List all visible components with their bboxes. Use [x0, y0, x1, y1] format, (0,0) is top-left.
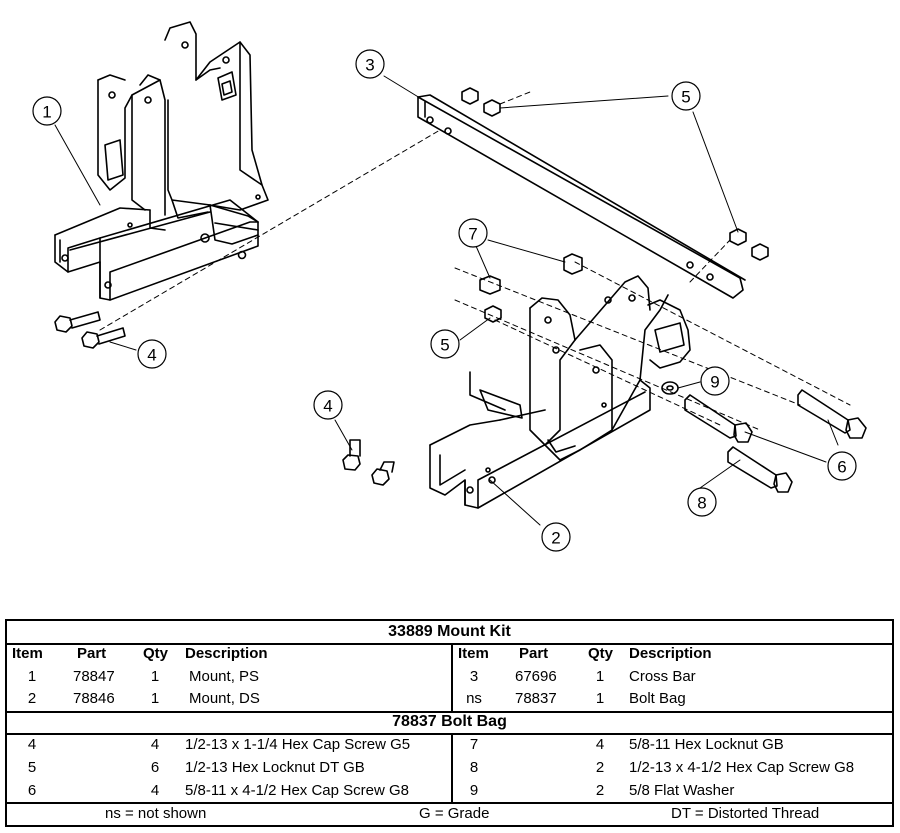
- callout-leader-lines: [54, 75, 839, 526]
- footer-ns-note: ns = not shown: [105, 805, 207, 822]
- kit-title: 33889 Mount Kit: [388, 623, 511, 640]
- part-cell: 67696: [515, 668, 557, 685]
- qty-cell: 2: [595, 759, 605, 776]
- part-cell: 78846: [73, 690, 115, 707]
- footer-grade-note: G = Grade: [419, 805, 490, 822]
- qty-cell: 1: [150, 690, 160, 707]
- item-cell: 8: [469, 759, 479, 776]
- callout-2: 2: [551, 529, 560, 548]
- flat-washer-hardware: [661, 381, 679, 395]
- item-cell: 9: [469, 782, 479, 799]
- assembly-center-lines: [99, 91, 851, 431]
- hex-cap-screw-short-hardware: [54, 311, 395, 486]
- callout-4-lower: 4: [323, 397, 332, 416]
- item-cell: 6: [27, 782, 37, 799]
- header-qty-left: Qty: [143, 645, 169, 662]
- item-cell: 5: [27, 759, 37, 776]
- parts-list-table: 33889 Mount Kit Item Part Qty Descriptio…: [5, 619, 894, 827]
- part-cell: 78837: [515, 690, 557, 707]
- qty-cell: 4: [595, 736, 605, 753]
- description-cell: 5/8 Flat Washer: [629, 782, 735, 799]
- header-qty-right: Qty: [588, 645, 614, 662]
- qty-cell: 1: [595, 668, 605, 685]
- qty-cell: 6: [150, 759, 160, 776]
- callout-5-lower: 5: [440, 336, 449, 355]
- qty-cell: 1: [595, 690, 605, 707]
- qty-cell: 4: [150, 782, 160, 799]
- description-cell: Mount, PS: [189, 668, 260, 685]
- locknut-hardware: [461, 87, 769, 323]
- header-item-left: Item: [12, 645, 43, 662]
- item-cell: ns: [466, 690, 482, 707]
- header-part-left: Part: [77, 645, 107, 662]
- description-cell: Cross Bar: [629, 668, 696, 685]
- item-cell: 4: [27, 736, 37, 753]
- header-description-left: Description: [185, 645, 268, 662]
- exploded-assembly-drawing: 1 2 3 4 4 5 5 6 7 8 9: [32, 21, 867, 552]
- part-cell: 78847: [73, 668, 115, 685]
- callout-7: 7: [468, 225, 477, 244]
- mount-ds-part-2: [429, 275, 691, 509]
- description-cell: Mount, DS: [189, 690, 260, 707]
- item-cell: 3: [469, 668, 479, 685]
- description-cell: 1/2-13 Hex Locknut DT GB: [185, 759, 365, 776]
- qty-cell: 4: [150, 736, 160, 753]
- description-cell: 1/2-13 x 1-1/4 Hex Cap Screw G5: [185, 736, 411, 753]
- callout-1: 1: [42, 103, 51, 122]
- callout-4-upper: 4: [147, 346, 156, 365]
- callout-3: 3: [365, 56, 374, 75]
- description-cell: 1/2-13 x 4-1/2 Hex Cap Screw G8: [629, 759, 855, 776]
- callout-8: 8: [697, 494, 706, 513]
- mount-ps-part-1: [54, 21, 269, 301]
- footer-dt-note: DT = Distorted Thread: [671, 805, 820, 822]
- cross-bar-part-3: [417, 94, 746, 299]
- header-item-right: Item: [458, 645, 489, 662]
- description-cell: 5/8-11 x 4-1/2 Hex Cap Screw G8: [185, 782, 409, 799]
- callout-5-upper: 5: [681, 88, 690, 107]
- item-cell: 1: [27, 668, 37, 685]
- qty-cell: 2: [595, 782, 605, 799]
- header-description-right: Description: [629, 645, 712, 662]
- item-cell: 2: [27, 690, 37, 707]
- qty-cell: 1: [150, 668, 160, 685]
- description-cell: 5/8-11 Hex Locknut GB: [629, 736, 784, 753]
- callout-6: 6: [837, 458, 846, 477]
- header-part-right: Part: [519, 645, 549, 662]
- hex-cap-screw-long-hardware: [684, 389, 867, 493]
- item-cell: 7: [469, 736, 479, 753]
- description-cell: Bolt Bag: [629, 690, 686, 707]
- callout-circles: [32, 49, 857, 552]
- bolt-bag-title: 78837 Bolt Bag: [392, 713, 507, 730]
- callout-9: 9: [710, 373, 719, 392]
